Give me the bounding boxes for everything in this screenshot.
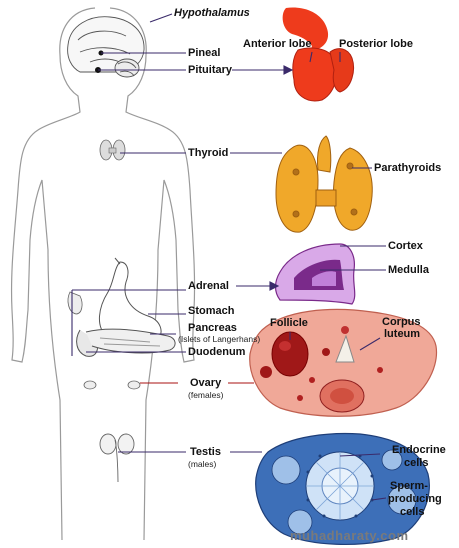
label-pancreas: Pancreas: [188, 322, 237, 334]
testis-organ: [255, 432, 430, 545]
leader-lines: [71, 13, 387, 501]
neck-thyroid: [99, 139, 126, 161]
label-hypothalamus: Hypothalamus: [174, 7, 250, 19]
label-corpus: Corpus: [382, 316, 421, 328]
label-testis-sub: (males): [188, 459, 217, 469]
kidney-adrenal: [67, 291, 83, 315]
label-duodenum: Duodenum: [188, 346, 246, 358]
label-endocrine-cells: cells: [404, 457, 429, 469]
adrenal-organ: [274, 243, 356, 305]
watermark: muhadharaty.com: [290, 528, 409, 543]
label-ovary: Ovary: [190, 377, 222, 389]
thyroid-organ: [275, 135, 373, 233]
label-producing-cells: cells: [400, 506, 425, 518]
label-pineal: Pineal: [188, 47, 221, 59]
label-medulla: Medulla: [388, 264, 429, 276]
label-cortex: Cortex: [388, 240, 423, 252]
body-outline: [10, 7, 196, 541]
label-endocrine: Endocrine: [392, 444, 446, 456]
body-testes: [99, 433, 135, 483]
ovary-organ: [249, 308, 438, 417]
label-luteum: luteum: [384, 328, 421, 340]
label-pancreas-sub: (Islets of Langerhans): [178, 334, 261, 344]
label-parathyroids: Parathyroids: [374, 162, 442, 174]
label-ovary-sub: (females): [188, 390, 224, 400]
label-stomach: Stomach: [188, 305, 235, 317]
body-ovary-left: [83, 380, 97, 390]
duodenum-pancreas: [76, 328, 176, 357]
brain-illustration: [67, 16, 145, 78]
label-pituitary: Pituitary: [188, 64, 233, 76]
label-thyroid: Thyroid: [188, 147, 229, 159]
body-ovary-right: [127, 380, 141, 390]
pituitary-organ: [282, 7, 354, 102]
label-testis: Testis: [190, 446, 221, 458]
label-posterior-lobe: Posterior lobe: [339, 38, 413, 50]
label-follicle: Follicle: [270, 317, 308, 329]
label-adrenal: Adrenal: [188, 280, 229, 292]
label-sperm: Sperm-: [390, 480, 428, 492]
label-producing: producing: [388, 493, 442, 505]
label-anterior-lobe: Anterior lobe: [243, 38, 312, 50]
